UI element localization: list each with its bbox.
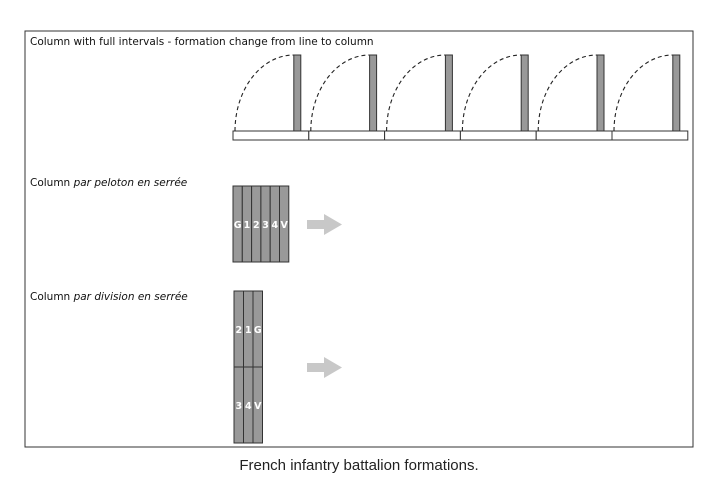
company-line-segment <box>232 130 310 141</box>
company-in-column <box>672 54 681 132</box>
company-line-segment <box>459 130 537 141</box>
company-label: V <box>254 401 262 412</box>
company-line-segment <box>384 130 461 141</box>
diagram-frame <box>24 30 694 448</box>
company-label: 1 <box>362 90 369 101</box>
company-line-segment <box>308 130 386 141</box>
wheel-path-arc <box>461 54 522 132</box>
company-line-segment <box>535 130 613 141</box>
company-in-column <box>369 54 378 132</box>
wheel-path-arc <box>234 54 294 132</box>
company-in-column <box>596 54 605 132</box>
panel-1-title: Column with full intervals - formation c… <box>30 36 374 48</box>
company-label: 3 <box>513 90 520 101</box>
figure-caption: French infantry battalion formations. <box>239 457 479 474</box>
wheel-path-arc <box>386 54 446 132</box>
company-label: 3 <box>235 401 242 412</box>
advance-arrow-1 <box>307 214 342 235</box>
company-line-segment <box>611 130 689 141</box>
company-label: 4 <box>272 220 279 231</box>
company-label: 2 <box>253 220 260 231</box>
company-label: 3 <box>262 220 269 231</box>
company-in-column <box>444 54 453 132</box>
company-label: 2 <box>235 325 242 336</box>
company-block <box>279 185 290 263</box>
company-label: 1 <box>245 325 252 336</box>
company-label: V <box>664 90 672 101</box>
company-label: G <box>254 325 262 336</box>
wheel-path-arc <box>613 54 673 132</box>
wheel-path-arc <box>537 54 598 132</box>
company-label: 2 <box>437 90 444 101</box>
company-label: 4 <box>589 90 596 101</box>
panel-3-title: Column par division en serrée <box>30 291 188 303</box>
advance-arrow-2 <box>307 357 342 378</box>
wheel-path-arc <box>310 54 370 132</box>
company-label: 4 <box>245 401 252 412</box>
panel-2-title: Column par peloton en serrée <box>30 177 187 189</box>
company-label: G <box>285 90 293 101</box>
company-block <box>252 366 263 444</box>
company-label: 1 <box>244 220 251 231</box>
company-label: V <box>280 220 288 231</box>
company-label: G <box>234 220 242 231</box>
line-to-column-formation: G 1 2 3 4 V <box>232 54 689 141</box>
company-in-column <box>520 54 529 132</box>
company-in-column <box>293 54 302 132</box>
